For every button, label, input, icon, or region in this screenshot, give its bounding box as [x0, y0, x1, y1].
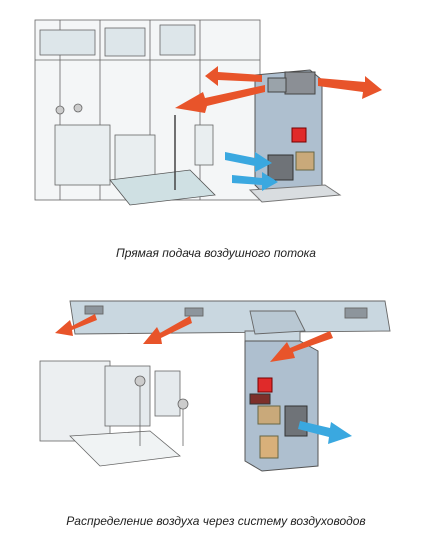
duct-distribution-drawing — [39, 300, 391, 472]
illustration-duct-distribution — [0, 286, 432, 486]
direct-airflow-drawing — [34, 19, 382, 206]
heater-unit-icon — [244, 340, 319, 472]
workshop-background — [39, 360, 189, 467]
warm-air-arrow-icon — [175, 66, 382, 113]
heater-unit-icon — [248, 69, 342, 203]
warm-air-arrow-icon — [55, 314, 333, 362]
cold-air-arrow-icon — [298, 421, 352, 444]
duct-icon — [69, 300, 391, 345]
cold-air-arrow-icon — [225, 152, 278, 191]
caption-direct-airflow: Прямая подача воздушного потока — [116, 246, 316, 260]
caption-duct-distribution: Распределение воздуха через систему возд… — [66, 514, 366, 528]
illustration-direct-airflow — [0, 0, 432, 230]
factory-background — [34, 19, 261, 206]
